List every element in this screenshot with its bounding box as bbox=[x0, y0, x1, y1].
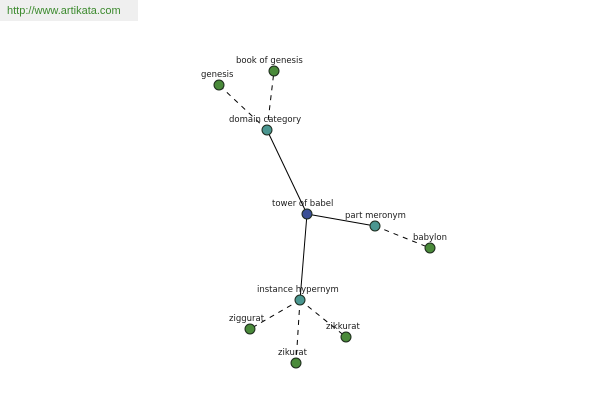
label-zikurat: zikurat bbox=[278, 348, 308, 358]
edge-root-domain-category bbox=[266, 129, 308, 215]
label-zikkurat: zikkurat bbox=[326, 322, 360, 332]
node-domain-category[interactable] bbox=[261, 124, 273, 136]
label-ziggurat: ziggurat bbox=[229, 314, 265, 324]
label-book-of-genesis: book of genesis bbox=[236, 56, 303, 66]
label-babylon: babylon bbox=[413, 233, 447, 243]
edge-domain-category-genesis bbox=[218, 84, 268, 131]
label-root: tower of babel bbox=[272, 199, 333, 209]
node-ziggurat[interactable] bbox=[244, 323, 256, 335]
node-babylon[interactable] bbox=[424, 242, 436, 254]
label-domain-category: domain category bbox=[229, 115, 301, 125]
edge-instance-hypernym-zikurat bbox=[295, 299, 301, 364]
site-url-link[interactable]: http://www.artikata.com bbox=[7, 5, 121, 17]
node-genesis[interactable] bbox=[213, 79, 225, 91]
node-book-of-genesis[interactable] bbox=[268, 65, 280, 77]
label-part-meronym: part meronym bbox=[345, 211, 406, 221]
node-zikkurat[interactable] bbox=[340, 331, 352, 343]
node-instance-hypernym[interactable] bbox=[294, 294, 306, 306]
label-instance-hypernym: instance hypernym bbox=[257, 285, 339, 295]
site-banner: http://www.artikata.com bbox=[0, 0, 138, 21]
node-zikurat[interactable] bbox=[290, 357, 302, 369]
edge-root-part-meronym bbox=[306, 213, 376, 227]
edge-root-instance-hypernym bbox=[299, 213, 308, 301]
node-root[interactable] bbox=[301, 208, 313, 220]
label-genesis: genesis bbox=[201, 70, 234, 80]
node-part-meronym[interactable] bbox=[369, 220, 381, 232]
